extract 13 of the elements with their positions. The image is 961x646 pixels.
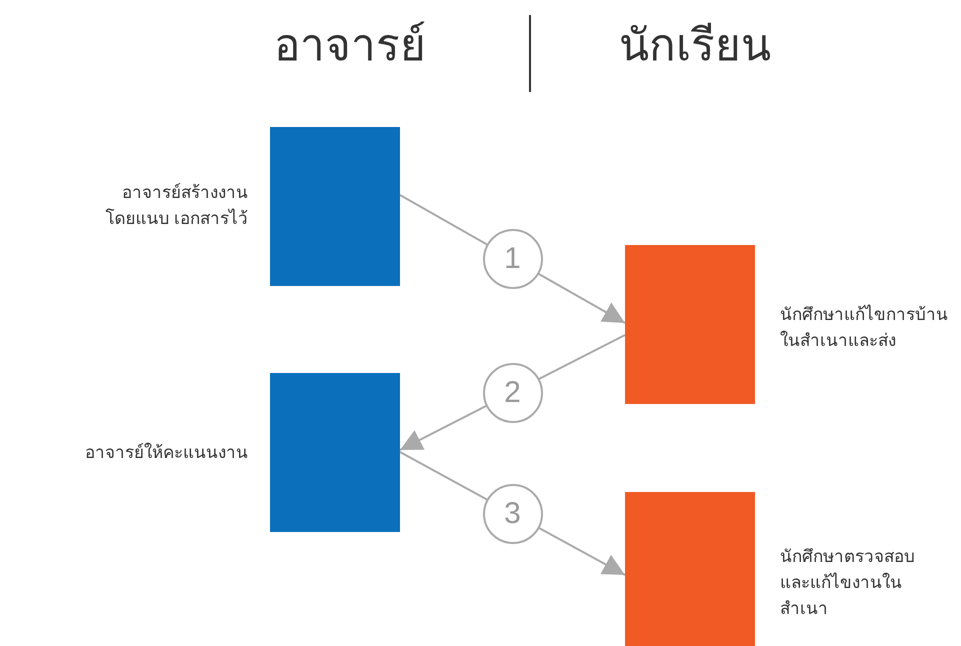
step-number: 1 bbox=[482, 229, 542, 289]
square bbox=[625, 492, 755, 646]
square bbox=[270, 127, 400, 286]
square bbox=[270, 373, 400, 532]
caption-text: อาจารย์สร้างงาน โดยแนบ เอกสารไว้ bbox=[104, 182, 248, 230]
square bbox=[625, 245, 755, 404]
caption-text: อาจารย์ให้คะแนนงาน bbox=[84, 442, 248, 464]
caption-text: นักศึกษาตรวจสอบ และแก้ไขงานในสำเนา bbox=[780, 546, 916, 620]
caption-text: นักศึกษาแก้ไขการบ้าน ในสำเนาและส่ง bbox=[780, 304, 949, 352]
column-heading: นักเรียน bbox=[618, 20, 772, 72]
column-heading: อาจารย์ bbox=[273, 20, 427, 72]
step-number: 3 bbox=[482, 484, 542, 544]
step-number: 2 bbox=[482, 362, 542, 422]
